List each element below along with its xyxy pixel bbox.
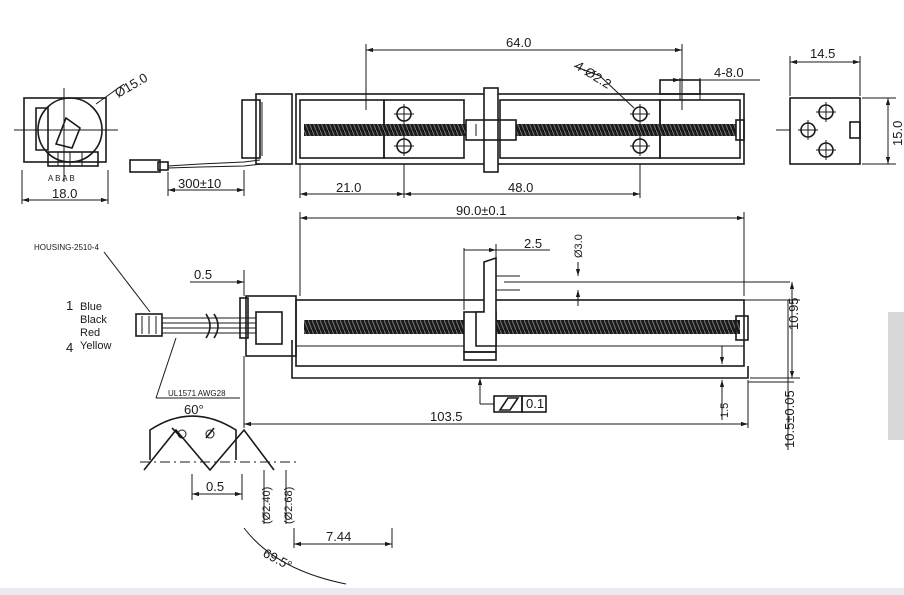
connector-top: 300±10 [129, 159, 263, 196]
pin-1-label: 1 [66, 298, 73, 313]
cable-assembly: HOUSING-2510-4 1 4 Blue Black Red Yellow… [34, 243, 256, 399]
wire-black-label: Black [80, 314, 107, 326]
side-view-dimensions: 90.0±0.1 2.5 Ø3.0 0.5 10.95 103.5 1.5 10… [190, 203, 801, 450]
major-diameter-label: (Ø2.68) [283, 487, 295, 524]
thread-detail: 60° 0.5 (Ø2.40) (Ø2.68) 7.44 69.5° [140, 402, 393, 585]
top-view-dimensions: 64.0 4-Ø2.2 4-8.0 21.0 48.0 [299, 35, 760, 198]
cable-spec-label: UL1571 AWG28 [168, 389, 226, 398]
dim-1-5-label: 1.5 [719, 403, 731, 418]
housing-label: HOUSING-2510-4 [34, 243, 99, 252]
cable-length-label: 300±10 [178, 176, 221, 191]
dim-103-5-label: 103.5 [430, 409, 463, 424]
right-end-view: 14.5 15.0 [776, 46, 904, 165]
slider-side-view [239, 256, 790, 379]
dim-48-label: 48.0 [508, 180, 533, 195]
side-strip [888, 312, 904, 440]
wire-red-label: Red [80, 327, 100, 339]
motor-end-view: A B A B Ø15.0 18.0 [14, 70, 150, 204]
dim-2-5-label: 2.5 [524, 236, 542, 251]
thread-angle-label: 60° [184, 402, 204, 417]
wire-blue-label: Blue [80, 301, 102, 313]
wire-yellow-label: Yellow [80, 340, 111, 352]
dim-64-label: 64.0 [506, 35, 531, 50]
pin-4-label: 4 [66, 340, 73, 355]
dim-14-5-label: 14.5 [810, 46, 835, 61]
pin-letters-label: A B A B [48, 174, 75, 183]
bottom-strip [0, 588, 904, 595]
dim-10-95-label: 10.95 [786, 297, 801, 330]
dim-90-label: 90.0±0.1 [456, 203, 507, 218]
dim-21-label: 21.0 [336, 180, 361, 195]
slot-label: 4-8.0 [714, 65, 744, 80]
width-18-label: 18.0 [52, 186, 77, 201]
thread-pitch-label: 0.5 [206, 479, 224, 494]
dim-69-5-label: 69.5° [261, 545, 295, 573]
minor-diameter-label: (Ø2.40) [261, 487, 273, 524]
dim-10-5-label: 10.5±0.05 [782, 390, 797, 448]
flatness-label: 0.1 [526, 396, 544, 411]
dim-7-44-label: 7.44 [326, 529, 351, 544]
holes-label: 4-Ø2.2 [572, 58, 614, 92]
dim-0-5-label: 0.5 [194, 267, 212, 282]
diameter-3-label: Ø3.0 [573, 234, 585, 258]
dim-15-label: 15.0 [890, 121, 904, 146]
diameter-15-label: Ø15.0 [112, 70, 150, 101]
slider-top-view [241, 79, 745, 173]
